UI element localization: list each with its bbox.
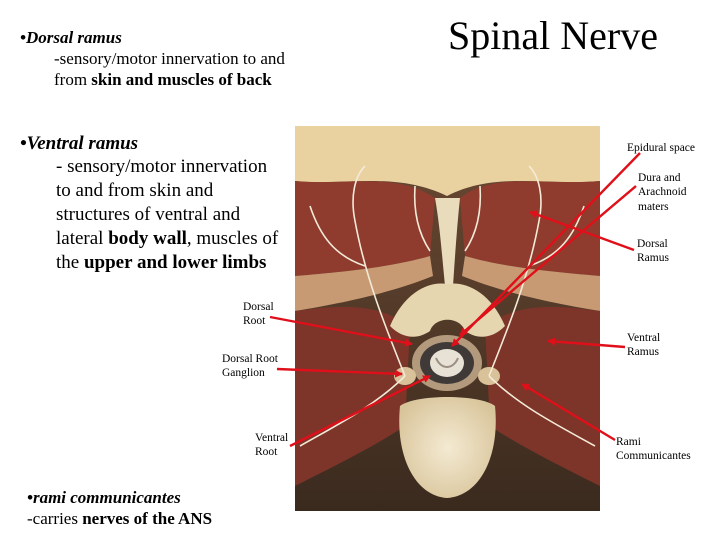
- ventral-line-4-bold: body wall: [108, 228, 187, 250]
- label-dorsal-ramus: Dorsal Ramus: [637, 237, 669, 266]
- label-rami-comm-line-1: Rami: [616, 436, 641, 448]
- ventral-ramus-bullet: •Ventral ramus - sensory/motor innervati…: [20, 133, 310, 275]
- label-dorsal-root-ganglion: Dorsal Root Ganglion: [222, 352, 278, 381]
- ventral-line-4-prefix: lateral: [56, 228, 109, 250]
- label-rami-communicantes: Rami Communicantes: [616, 435, 691, 464]
- rami-line-prefix: -carries: [27, 508, 83, 528]
- dorsal-line-2-bold: skin and muscles of back: [91, 69, 272, 89]
- slide-title: Spinal Nerve: [448, 13, 658, 58]
- dorsal-line-1: -sensory/motor innervation to and: [54, 48, 285, 68]
- ventral-line-5-prefix: the: [56, 252, 84, 274]
- label-dorsal-ramus-line-1: Dorsal: [637, 238, 668, 250]
- label-dura-line-2: Arachnoid: [638, 186, 687, 199]
- label-ventral-ramus-line-2: Ramus: [627, 346, 659, 359]
- rami-description: -carries nerves of the ANS: [27, 508, 287, 529]
- ventral-ramus-heading: •Ventral ramus: [20, 133, 139, 154]
- label-ventral-root-line-2: Root: [255, 446, 278, 459]
- fascia-left: [295, 256, 433, 311]
- ventral-ramus-description: - sensory/motor innervation to and from …: [20, 155, 310, 276]
- dorsal-line-2-prefix: from: [54, 69, 92, 89]
- rami-communicantes-bullet: •rami communicantes -carries nerves of t…: [27, 488, 287, 529]
- label-ventral-ramus-line-1: Ventral: [627, 332, 661, 344]
- dorsal-ramus-heading: •Dorsal ramus: [20, 28, 122, 47]
- label-dorsal-root-line-1: Dorsal: [243, 301, 274, 313]
- ventral-line-1: - sensory/motor innervation: [56, 155, 268, 177]
- dorsal-line-2: from skin and muscles of back: [54, 69, 350, 90]
- label-drg-line-2: Ganglion: [222, 367, 265, 380]
- ventral-line-3: structures of ventral and: [56, 204, 241, 226]
- ventral-line-4: lateral body wall, muscles of: [56, 227, 310, 251]
- label-rami-comm-line-2: Communicantes: [616, 450, 691, 463]
- label-drg-line-1: Dorsal Root: [222, 353, 278, 365]
- ventral-line-5-bold: upper and lower limbs: [83, 252, 267, 274]
- rami-heading: •rami communicantes: [27, 488, 181, 507]
- dorsal-ramus-heading-text: Dorsal ramus: [25, 28, 122, 47]
- rami-heading-text: rami communicantes: [32, 488, 181, 507]
- ventral-line-5: the upper and lower limbs: [56, 251, 310, 275]
- dorsal-ramus-description: -sensory/motor innervation to and from s…: [20, 48, 350, 91]
- spinal-cross-section-image: [295, 126, 600, 511]
- label-epidural-space: Epidural space: [627, 142, 696, 154]
- ventral-line-4-suffix: , muscles of: [186, 228, 279, 250]
- dorsal-ramus-bullet: •Dorsal ramus -sensory/motor innervation…: [20, 28, 350, 90]
- label-dura-arachnoid: Dura and Arachnoid maters: [638, 171, 687, 214]
- ventral-ramus-heading-text: Ventral ramus: [26, 133, 139, 154]
- label-dorsal-ramus-line-2: Ramus: [637, 252, 669, 265]
- label-dorsal-root: Dorsal Root: [243, 300, 274, 329]
- back-muscle-left: [295, 181, 435, 276]
- label-dura-line-1: Dura and: [638, 172, 681, 184]
- ventral-line-2: to and from skin and: [56, 179, 214, 201]
- label-ventral-ramus: Ventral Ramus: [627, 331, 660, 360]
- label-dura-line-3: maters: [638, 200, 669, 213]
- label-dorsal-root-line-2: Root: [243, 315, 266, 328]
- spinal-cord: [430, 349, 464, 377]
- grey-matter: [435, 357, 459, 368]
- label-ventral-root-line-1: Ventral: [255, 432, 289, 444]
- rami-line-bold: nerves of the ANS: [82, 508, 213, 528]
- label-ventral-root: Ventral Root: [255, 431, 288, 460]
